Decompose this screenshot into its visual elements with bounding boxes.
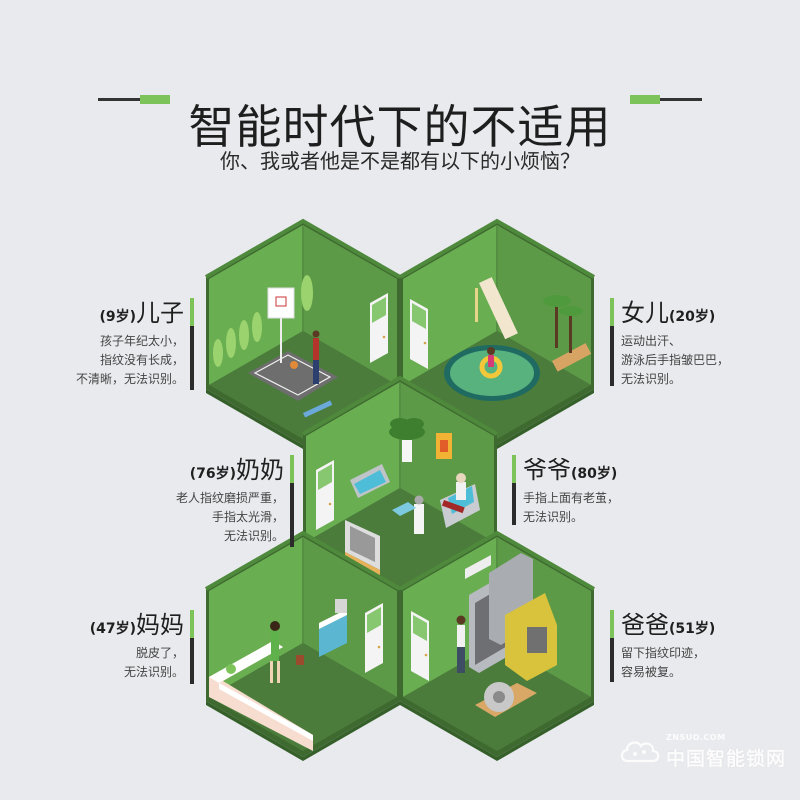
member-name: 爸爸 [621, 611, 669, 639]
member-dad: 爸爸(51岁) 留下指纹印迹， 容易被复。 [610, 610, 715, 682]
member-name: 妈妈 [136, 611, 184, 639]
room-workshop [398, 531, 596, 763]
member-description-line: 运动出汗、 [621, 334, 682, 348]
member-description-line: 老人指纹磨损严重， [175, 491, 284, 505]
accent-bar [610, 610, 614, 682]
watermark-domain: ZNSUO.COM [666, 733, 726, 742]
accent-bar [610, 298, 614, 386]
member-name: 奶奶 [236, 456, 284, 484]
member-grandma: (76岁)奶奶 老人指纹磨损严重， 手指太光滑， 无法识别。 [176, 455, 294, 547]
member-description-line: 不清晰，无法识别。 [75, 372, 184, 386]
member-description-line: 无法识别。 [523, 510, 584, 524]
watermark-name: 中国智能锁网 [666, 748, 787, 770]
member-description-line: 游泳后手指皱巴巴， [621, 353, 730, 367]
room-kitchen [204, 531, 402, 763]
member-name: 儿子 [136, 299, 184, 327]
member-grandpa: 爷爷(80岁) 手指上面有老茧， 无法识别。 [512, 455, 619, 525]
page-subtitle: 你、我或者他是不是都有以下的小烦恼？ [220, 149, 580, 173]
member-age: (9岁) [99, 309, 136, 325]
accent-bar [190, 610, 194, 684]
room-swimming-pool [398, 219, 596, 451]
member-mom: (47岁)妈妈 脱皮了， 无法识别。 [90, 610, 194, 684]
member-description-line: 手指上面有老茧， [523, 491, 620, 505]
title-decoration-right [630, 95, 702, 104]
room-basketball-court [204, 219, 402, 451]
member-age: (20岁) [669, 309, 716, 325]
accent-bar [190, 298, 194, 390]
member-description-line: 容易被复。 [621, 665, 682, 679]
member-description-line: 无法识别。 [123, 665, 184, 679]
member-age: (51岁) [669, 621, 716, 637]
title-decoration-left [98, 95, 170, 104]
member-age: (76岁) [189, 466, 236, 482]
member-description-line: 无法识别。 [223, 529, 284, 543]
member-name: 爷爷 [523, 456, 571, 484]
member-age: (47岁) [89, 621, 136, 637]
member-description-line: 脱皮了， [135, 646, 184, 660]
room-living-room [301, 376, 499, 608]
member-description-line: 孩子年纪太小， [99, 334, 184, 348]
accent-bar [512, 455, 516, 525]
page-title: 智能时代下的不适用 [188, 99, 612, 154]
cloud-lock-icon [620, 741, 660, 763]
member-name: 女儿 [621, 299, 669, 327]
member-description-line: 手指太光滑， [211, 510, 284, 524]
member-daughter: 女儿(20岁) 运动出汗、 游泳后手指皱巴巴， 无法识别。 [610, 298, 729, 386]
member-son: (9岁)儿子 孩子年纪太小， 指纹没有长成， 不清晰，无法识别。 [76, 298, 194, 390]
member-description-line: 指纹没有长成， [99, 353, 184, 367]
member-description-line: 无法识别。 [621, 372, 682, 386]
member-age: (80岁) [571, 466, 618, 482]
accent-bar [290, 455, 294, 547]
member-description-line: 留下指纹印迹， [621, 646, 706, 660]
